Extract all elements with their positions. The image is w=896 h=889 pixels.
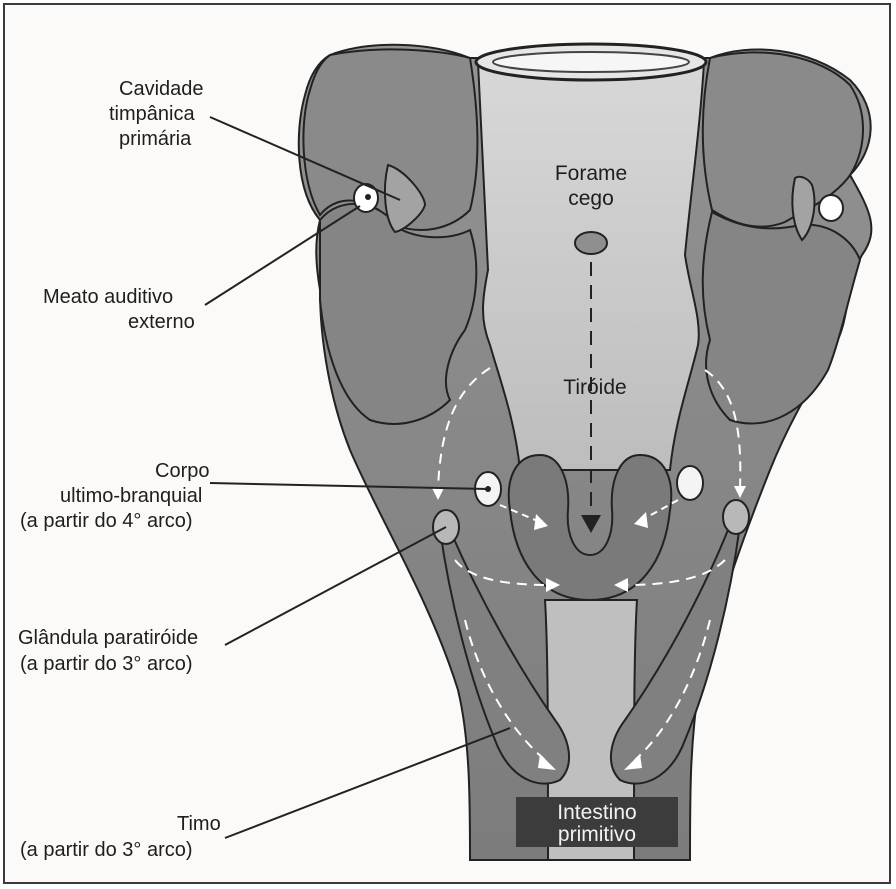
label-corpo-3: (a partir do 4° arco) bbox=[20, 510, 193, 532]
label-meato-1: Meato auditivo bbox=[43, 286, 173, 308]
left-ear-dot bbox=[365, 194, 371, 200]
label-tiroide: Tiróide bbox=[563, 376, 626, 399]
label-corpo-1: Corpo bbox=[155, 460, 209, 482]
label-paratiroide-2: (a partir do 3° arco) bbox=[20, 653, 193, 675]
right-parathyroid bbox=[723, 500, 749, 534]
label-corpo-2: ultimo-branquial bbox=[60, 485, 202, 507]
label-paratiroide-1: Glândula paratiróide bbox=[18, 627, 198, 649]
label-meato-2: externo bbox=[128, 311, 195, 333]
right-ultimobranchial-body bbox=[677, 466, 703, 500]
label-intestino-1: Intestino bbox=[557, 801, 636, 824]
label-forame-1: Forame bbox=[555, 162, 627, 185]
label-cavidade-2: timpânica bbox=[109, 103, 195, 125]
leader-paratiroide bbox=[225, 527, 446, 645]
oral-opening-inner bbox=[493, 52, 689, 72]
label-cavidade-3: primária bbox=[119, 128, 192, 150]
label-cavidade-1: Cavidade bbox=[119, 78, 204, 100]
right-ear-opening bbox=[819, 195, 843, 221]
label-forame-2: cego bbox=[568, 187, 614, 210]
label-timo-2: (a partir do 3° arco) bbox=[20, 839, 193, 861]
foramen-cecum bbox=[575, 232, 607, 254]
right-mid-arch bbox=[703, 212, 860, 423]
label-timo-1: Timo bbox=[177, 813, 221, 835]
label-intestino-2: primitivo bbox=[558, 823, 636, 846]
leader-timo bbox=[225, 728, 510, 838]
